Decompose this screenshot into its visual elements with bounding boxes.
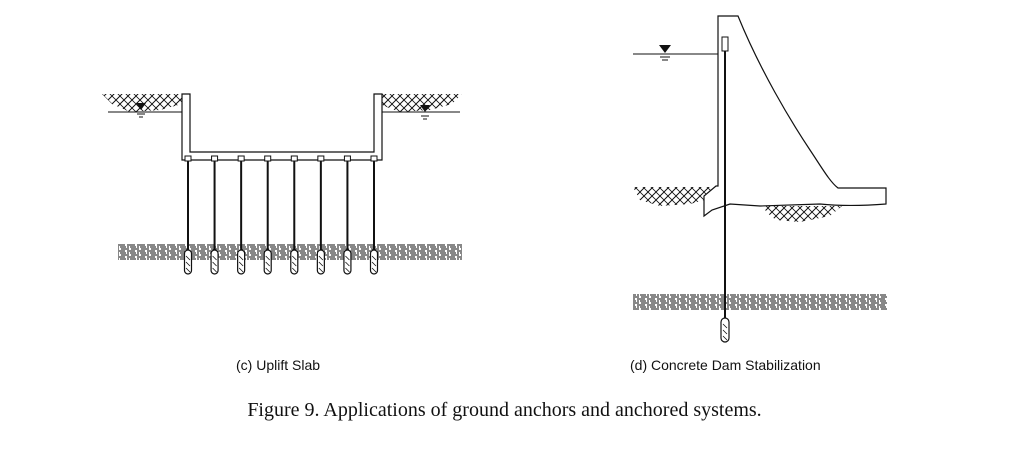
figure-caption: Figure 9. Applications of ground anchors… xyxy=(247,399,762,421)
slab-anchor xyxy=(290,155,299,275)
water-level-symbol-right xyxy=(420,105,430,120)
dam-anchor-head xyxy=(721,36,729,52)
rock-layer-left xyxy=(118,244,462,260)
slab-anchor xyxy=(210,155,219,275)
downstream-ground-hatch xyxy=(764,206,842,222)
panel-d-caption: (d) Concrete Dam Stabilization xyxy=(630,357,821,373)
slab-anchor xyxy=(183,155,193,275)
right-ground-hatch xyxy=(378,94,462,112)
water-level-symbol-dam xyxy=(659,45,671,61)
upstream-ground-hatch xyxy=(633,187,712,206)
uplift-slab-outline xyxy=(181,93,383,161)
rock-layer-dam xyxy=(633,294,887,310)
water-level-symbol-left xyxy=(136,103,146,118)
slab-anchor xyxy=(369,155,379,275)
slab-anchor xyxy=(263,155,272,275)
uplift-slab-panel xyxy=(102,93,462,275)
concrete-dam-panel xyxy=(633,15,887,343)
slab-anchors xyxy=(183,155,379,275)
slab-anchor xyxy=(237,155,246,275)
slab-anchor xyxy=(343,155,352,275)
slab-anchor xyxy=(316,155,325,275)
dam-body-outline xyxy=(703,15,887,218)
panel-c-caption: (c) Uplift Slab xyxy=(236,357,321,373)
